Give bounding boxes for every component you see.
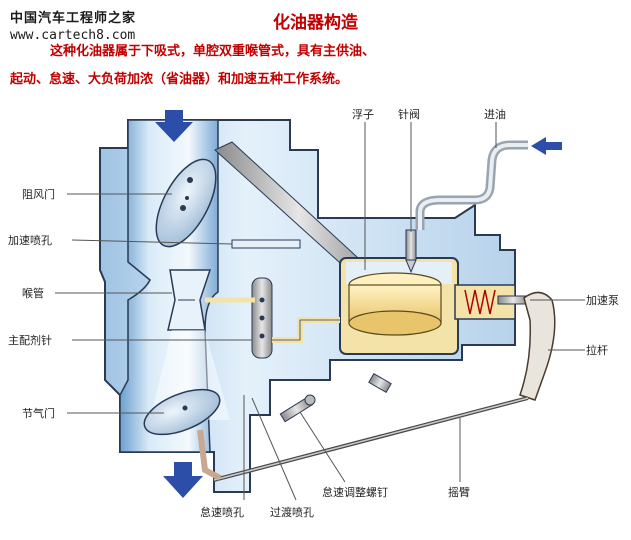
page-title: 化油器构造 [273, 13, 358, 33]
label-rocker-arm: 摇臂 [448, 485, 470, 499]
accel-pump [454, 284, 529, 320]
label-accel-jet: 加速喷孔 [8, 234, 52, 247]
label-fuel-inlet: 进油 [484, 107, 506, 121]
fuel-inlet-arrow [531, 137, 562, 155]
float [348, 272, 442, 336]
site-name: 中国汽车工程师之家 [10, 11, 137, 26]
description-line-2: 起动、怠速、大负荷加浓（省油器）和加速五种工作系统。 [10, 72, 349, 87]
label-float: 浮子 [352, 108, 374, 121]
label-idle-jet: 怠速喷孔 [200, 505, 244, 519]
pull-rod-lever [519, 291, 556, 401]
chamber-screw [368, 372, 392, 394]
idle-adjust-screw [279, 394, 316, 423]
label-throttle-valve: 节气门 [22, 406, 55, 420]
label-choke-valve: 阻风门 [22, 187, 55, 201]
choke-valve-disk [155, 158, 217, 248]
site-url: www.cartech8.com [10, 28, 136, 43]
description-line-1: 这种化油器属于下吸式，单腔双重喉管式，具有主供油、 [50, 44, 376, 59]
label-venturi: 喉管 [22, 286, 44, 300]
mixture-outlet-arrow [163, 462, 203, 498]
label-pull-rod: 拉杆 [586, 343, 608, 357]
main-metering-needle [251, 277, 273, 359]
label-transition-jet: 过渡喷孔 [270, 505, 314, 519]
label-needle-valve: 针阀 [398, 107, 420, 121]
label-main-metering-needle: 主配剂针 [8, 333, 52, 347]
throttle-valve-disk [143, 388, 221, 436]
label-idle-adjust-screw: 怠速调整螺钉 [322, 485, 388, 499]
air-inlet-arrow [155, 110, 193, 142]
label-accel-pump: 加速泵 [586, 294, 619, 307]
